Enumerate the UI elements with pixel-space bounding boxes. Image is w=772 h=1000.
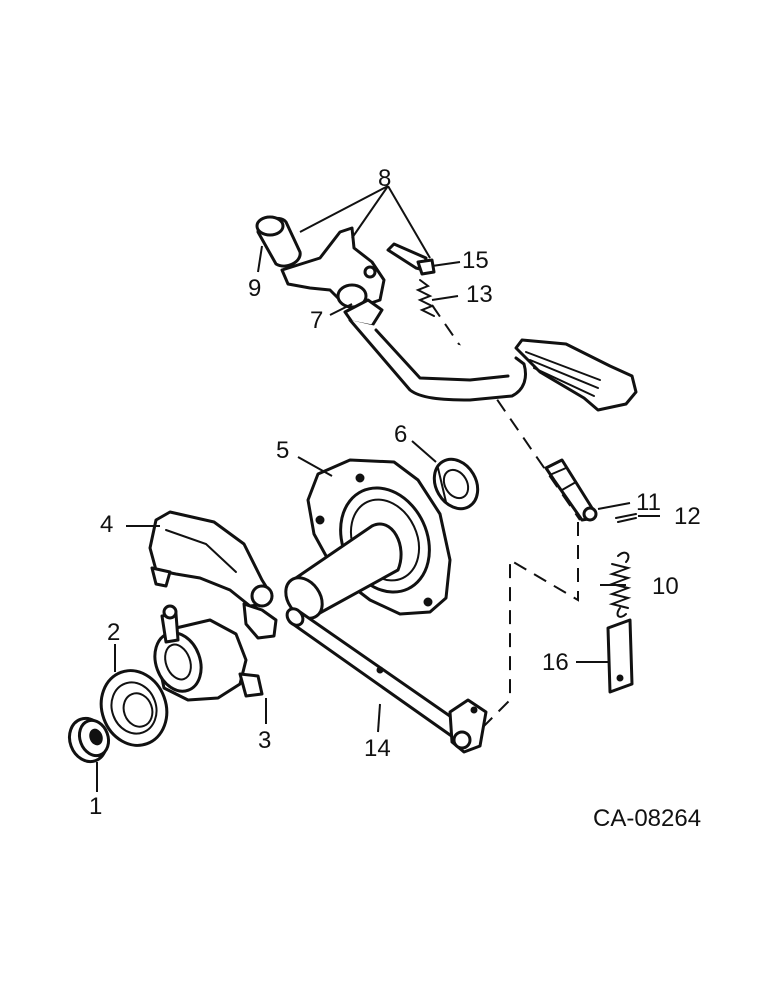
callout-5: 5: [276, 437, 289, 464]
part-11-clevis: [544, 458, 598, 522]
callout-12: 12: [674, 503, 701, 530]
part-16-bracket: [606, 618, 634, 694]
callout-11: 11: [636, 489, 661, 516]
callout-3: 3: [258, 727, 271, 754]
part-5-clutch-housing: [284, 458, 452, 620]
callout-1: 1: [89, 793, 102, 820]
part-pedal-pad: [514, 338, 638, 412]
callout-16: 16: [542, 649, 569, 676]
leader-lines: [96, 185, 660, 792]
callout-2: 2: [107, 619, 120, 646]
part-15-pin: [386, 242, 436, 276]
part-14-cross-shaft: [285, 607, 488, 754]
callout-labels: 1 2 3 4 5 6 7 8 9 10 11 12 13 14 15 16: [89, 165, 701, 820]
callout-13: 13: [466, 281, 493, 308]
part-6-seal: [432, 457, 480, 511]
part-3-bearing-carrier: [153, 604, 264, 702]
callout-15: 15: [462, 247, 489, 274]
callout-14: 14: [364, 735, 391, 762]
callout-6: 6: [394, 421, 407, 448]
callout-7: 7: [310, 307, 323, 334]
reference-code: CA-08264: [593, 805, 701, 832]
part-1-pilot-bearing: [67, 716, 111, 764]
part-2-release-bearing: [99, 669, 169, 747]
part-13-spring: [415, 279, 435, 317]
callout-10: 10: [652, 573, 679, 600]
callout-8: 8: [378, 165, 391, 192]
part-9-bushing: [255, 215, 302, 268]
part-12-cotter-pin: [615, 513, 637, 523]
part-4-release-fork: [148, 510, 278, 640]
part-7-pedal-lever: [280, 226, 527, 402]
callout-9: 9: [248, 275, 261, 302]
callout-4: 4: [100, 511, 113, 538]
